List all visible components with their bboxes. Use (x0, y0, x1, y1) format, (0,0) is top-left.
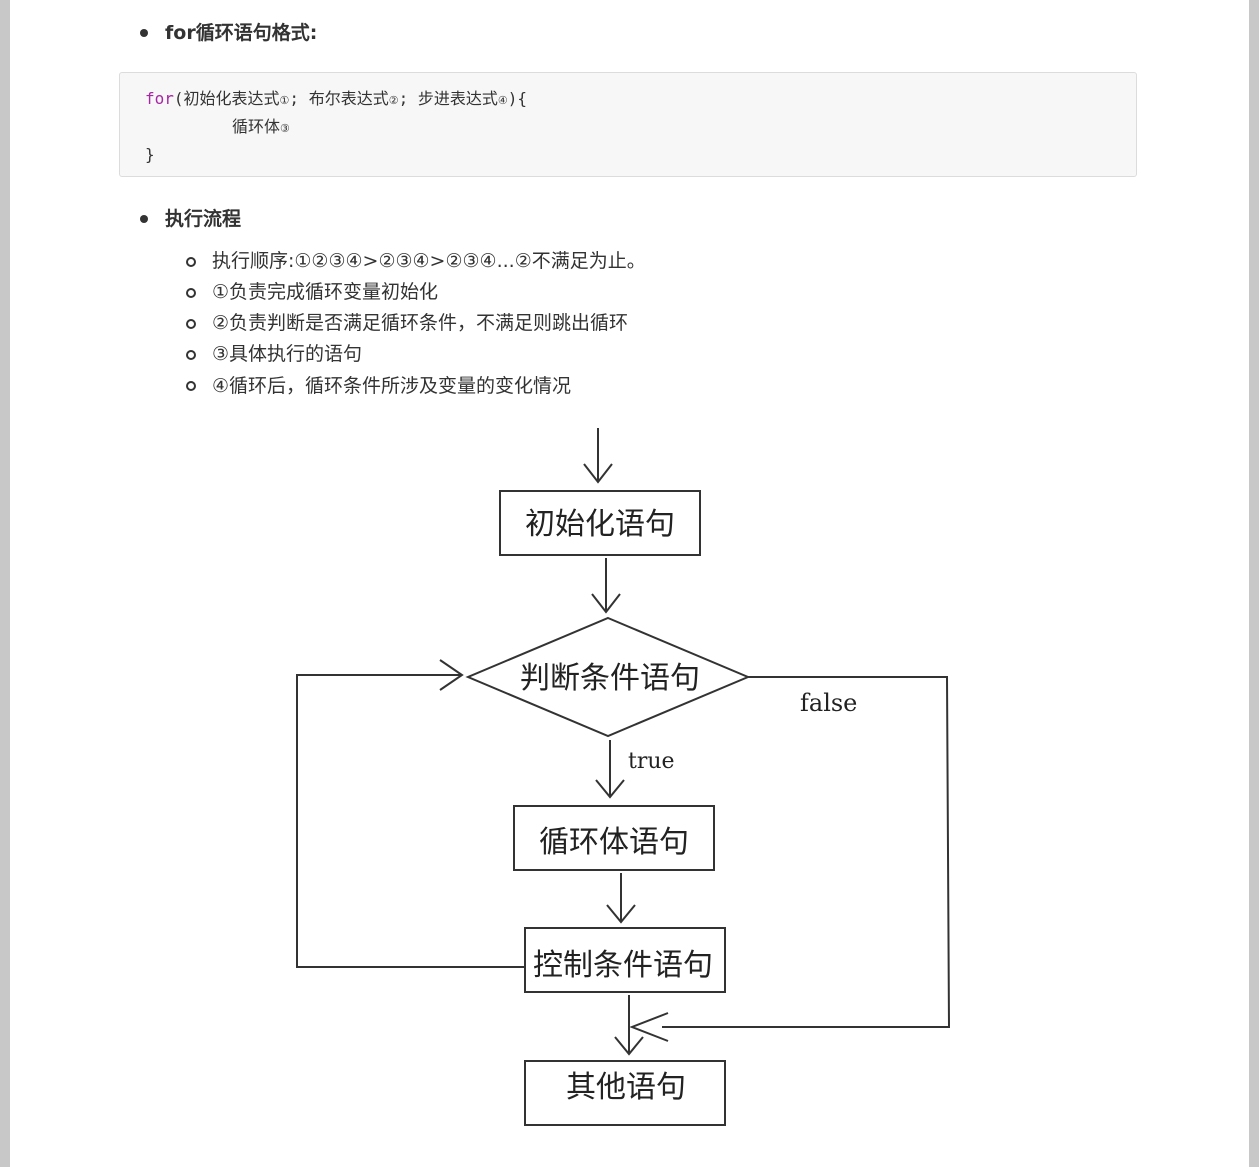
control-box (524, 927, 726, 993)
format-heading: for循环语句格式: (165, 22, 318, 44)
code-text: ; 步进表达式 (398, 89, 498, 108)
condition-label: 判断条件语句 (520, 661, 700, 696)
list-item: 执行顺序:①②③④>②③④>②③④...②不满足为止。 (212, 250, 646, 272)
other-label: 其他语句 (566, 1070, 686, 1105)
code-line-3: } (145, 145, 155, 164)
body-box (513, 805, 715, 871)
arrowhead (591, 593, 621, 614)
bullet-circle-icon (186, 257, 196, 267)
bullet-circle-icon (186, 288, 196, 298)
list-item: ②负责判断是否满足循环条件，不满足则跳出循环 (212, 312, 629, 334)
arrowhead (614, 1036, 644, 1056)
arrowhead (595, 779, 625, 799)
flowchart-diagram: 初始化语句 判断条件语句 false true 循环体语句 控制条件语句 其他语… (296, 428, 951, 1126)
list-item: ①负责完成循环变量初始化 (212, 281, 439, 303)
code-line-1: for(初始化表达式①; 布尔表达式②; 步进表达式④){ (145, 89, 527, 111)
bullet-circle-icon (186, 381, 196, 391)
loop-back-path (296, 674, 525, 968)
control-label: 控制条件语句 (533, 948, 713, 983)
code-text: (初始化表达式 (173, 89, 280, 108)
arrowhead (439, 659, 464, 691)
code-mark: ① (279, 94, 290, 107)
bullet-disc-icon (140, 215, 148, 223)
code-keyword: for (145, 89, 174, 108)
bullet-disc-icon (140, 29, 148, 37)
other-box (524, 1060, 726, 1126)
code-mark: ④ (497, 94, 508, 107)
list-item: ④循环后，循环条件所涉及变量的变化情况 (212, 375, 572, 397)
bullet-circle-icon (186, 350, 196, 360)
code-block: for(初始化表达式①; 布尔表达式②; 步进表达式④){ 循环体③ } (119, 72, 1137, 177)
code-mark: ② (388, 94, 399, 107)
code-line-2: 循环体③ (232, 117, 290, 139)
code-text: ; 布尔表达式 (289, 89, 389, 108)
false-label: false (800, 689, 857, 717)
arrowhead (583, 463, 613, 484)
code-mark: ③ (280, 122, 290, 135)
init-label: 初始化语句 (525, 507, 675, 542)
body-label: 循环体语句 (539, 825, 689, 860)
false-path (662, 676, 951, 1028)
arrowhead (629, 1012, 669, 1042)
true-label: true (628, 749, 675, 774)
condition-diamond (465, 616, 751, 738)
document-page: for循环语句格式: for(初始化表达式①; 布尔表达式②; 步进表达式④){… (10, 0, 1249, 1167)
code-text: ){ (507, 89, 527, 108)
arrowhead (606, 904, 636, 924)
list-item: ③具体执行的语句 (212, 343, 363, 365)
code-text: 循环体 (232, 117, 281, 136)
init-box (499, 490, 701, 556)
bullet-circle-icon (186, 319, 196, 329)
flow-heading: 执行流程 (165, 208, 242, 230)
